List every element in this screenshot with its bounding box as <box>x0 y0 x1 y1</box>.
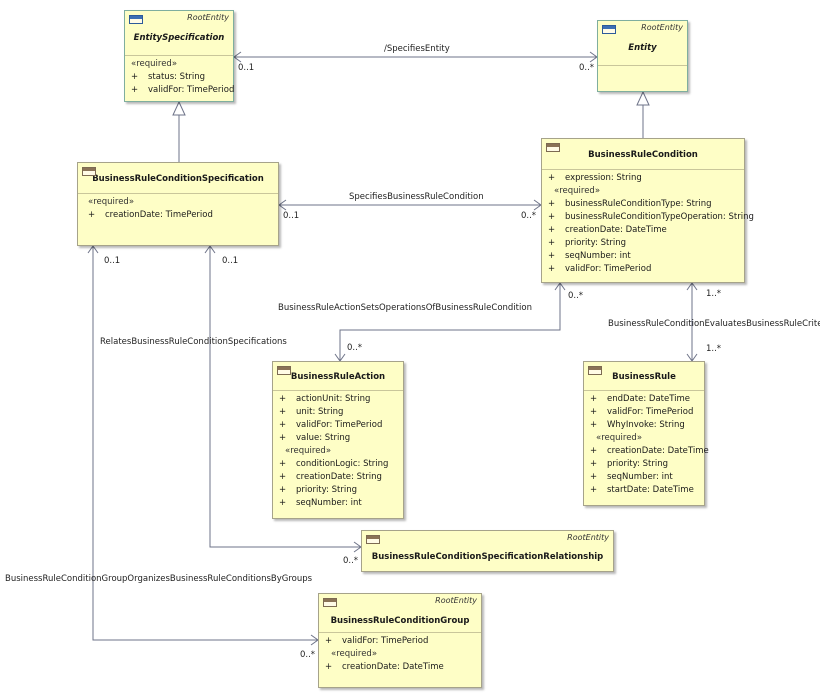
association-arrowhead <box>87 245 99 254</box>
multiplicity-label: 1..* <box>706 289 722 299</box>
association-line <box>209 246 361 548</box>
class-icon <box>277 366 291 375</box>
attribute: +businessRuleConditionTypeOperation: Str… <box>548 212 754 222</box>
generalization-arrowhead <box>636 90 650 106</box>
multiplicity-label: 0..* <box>521 211 537 221</box>
class-icon <box>366 535 380 544</box>
attribute: +creationDate: DateTime <box>548 225 667 235</box>
class-business-rule[interactable]: BusinessRule +endDate: DateTime +validFo… <box>583 361 709 506</box>
attribute: +priority: String <box>590 459 668 469</box>
class-icon <box>546 143 560 152</box>
class-name: BusinessRuleAction <box>290 372 386 382</box>
attribute: +creationDate: DateTime <box>325 662 444 672</box>
attribute: +actionUnit: String <box>279 394 371 404</box>
attribute: +unit: String <box>279 407 344 417</box>
class-business-rule-condition[interactable]: BusinessRuleCondition +expression: Strin… <box>541 138 754 283</box>
attribute: +validFor: TimePeriod <box>590 407 694 417</box>
association-line <box>339 283 561 361</box>
association-arrowhead <box>278 199 287 211</box>
association-line <box>92 246 318 641</box>
section-stereotype: «required» <box>596 433 643 443</box>
attribute: +endDate: DateTime <box>590 394 691 404</box>
association-name: RelatesBusinessRuleConditionSpecificatio… <box>100 337 287 347</box>
multiplicity-label: 0..1 <box>104 256 121 266</box>
section-stereotype: «required» <box>331 649 378 659</box>
attribute: +seqNumber: int <box>548 251 631 261</box>
attribute: +seqNumber: int <box>279 498 362 508</box>
multiplicity-label: 1..* <box>706 344 722 354</box>
section-stereotype: «required» <box>285 446 332 456</box>
attribute: +conditionLogic: String <box>279 459 389 469</box>
class-name: BusinessRuleConditionSpecification <box>92 174 264 184</box>
generalization-arrowhead <box>172 100 186 116</box>
attribute: +validFor: TimePeriod <box>131 85 235 95</box>
attribute: +priority: String <box>279 485 357 495</box>
attribute: +validFor: TimePeriod <box>279 420 383 430</box>
attribute: +businessRuleConditionType: String <box>548 199 712 209</box>
attribute: +seqNumber: int <box>590 472 673 482</box>
class-icon <box>129 15 143 24</box>
class-icon <box>588 366 602 375</box>
class-stereotype: RootEntity <box>435 596 477 605</box>
class-brcs-relationship[interactable]: RootEntity BusinessRuleConditionSpecific… <box>361 530 614 572</box>
class-entity[interactable]: RootEntity Entity <box>597 20 688 92</box>
attribute: +creationDate: DateTime <box>590 446 709 456</box>
class-name: BusinessRule <box>612 372 676 382</box>
class-stereotype: RootEntity <box>567 533 609 542</box>
class-stereotype: RootEntity <box>187 13 229 22</box>
association-arrowhead <box>233 51 242 63</box>
multiplicity-label: 0..* <box>343 556 359 566</box>
class-business-rule-condition-specification[interactable]: BusinessRuleConditionSpecification «requ… <box>77 162 279 246</box>
multiplicity-label: 0..* <box>579 63 595 73</box>
association-name: BusinessRuleActionSetsOperationsOfBusine… <box>278 303 532 313</box>
association-name: /SpecifiesEntity <box>384 44 450 54</box>
attribute: +validFor: TimePeriod <box>325 636 429 646</box>
class-business-rule-action[interactable]: BusinessRuleAction +actionUnit: String +… <box>272 361 404 519</box>
attribute: +value: String <box>279 433 351 443</box>
multiplicity-label: 0..1 <box>238 63 255 73</box>
association-arrowhead <box>686 282 698 291</box>
multiplicity-label: 0..* <box>347 343 363 353</box>
class-name: Entity <box>628 43 657 53</box>
attribute: +creationDate: TimePeriod <box>88 210 213 220</box>
section-stereotype: «required» <box>88 197 135 207</box>
attribute: +validFor: TimePeriod <box>548 264 652 274</box>
multiplicity-label: 0..* <box>300 650 316 660</box>
attribute: +WhyInvoke: String <box>590 420 685 430</box>
multiplicity-label: 0..* <box>568 291 584 301</box>
association-name: BusinessRuleConditionGroupOrganizesBusin… <box>5 574 313 584</box>
attribute: +priority: String <box>548 238 626 248</box>
association-name: SpecifiesBusinessRuleCondition <box>349 192 484 202</box>
association-arrowhead <box>204 245 216 254</box>
section-stereotype: «required» <box>131 59 178 69</box>
class-name: BusinessRuleConditionGroup <box>330 616 470 626</box>
association-name: BusinessRuleConditionEvaluatesBusinessRu… <box>608 319 820 329</box>
multiplicity-label: 0..1 <box>283 211 300 221</box>
class-stereotype: RootEntity <box>641 23 683 32</box>
attribute: +status: String <box>131 72 206 82</box>
class-icon <box>82 167 96 176</box>
attribute: +expression: String <box>548 173 642 183</box>
class-name: BusinessRuleCondition <box>588 150 698 160</box>
class-icon <box>323 598 337 607</box>
class-icon <box>602 25 616 34</box>
multiplicity-label: 0..1 <box>222 256 239 266</box>
class-name: EntitySpecification <box>133 33 225 43</box>
section-stereotype: «required» <box>554 186 601 196</box>
attribute: +creationDate: String <box>279 472 382 482</box>
class-brc-group[interactable]: RootEntity BusinessRuleConditionGroup +v… <box>318 593 482 688</box>
class-entity-specification[interactable]: RootEntity EntitySpecification «required… <box>124 10 234 102</box>
association-arrowhead <box>554 282 566 291</box>
attribute: +startDate: DateTime <box>590 485 694 495</box>
class-name: BusinessRuleConditionSpecificationRelati… <box>371 552 604 562</box>
